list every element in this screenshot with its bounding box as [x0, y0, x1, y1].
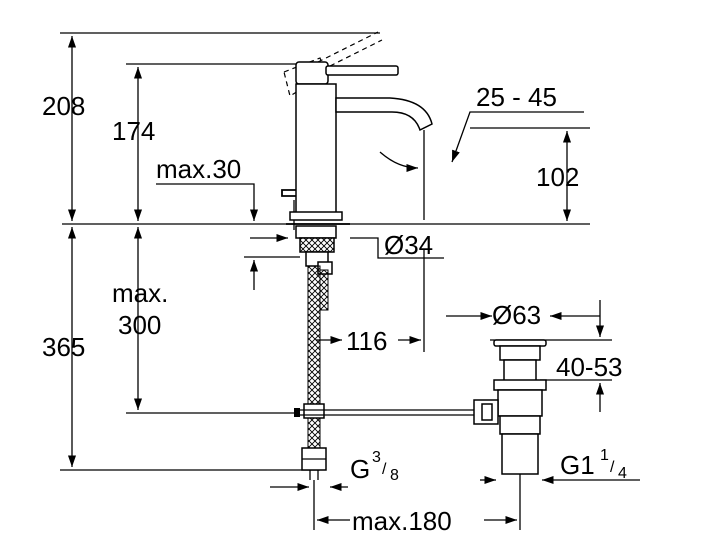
dim-max-spacing: max.180 — [352, 506, 452, 536]
dimension-lines — [67, 36, 640, 525]
supply-hose — [301, 265, 329, 480]
lever-handle — [325, 65, 399, 76]
dim-supply-thread: G 3 / 8 — [350, 449, 399, 484]
lever-cap — [295, 61, 329, 85]
svg-text:/: / — [610, 459, 615, 476]
dim-lever-height: 174 — [112, 116, 155, 146]
dim-total-below: 365 — [42, 332, 85, 362]
svg-text:/: / — [382, 461, 387, 478]
dim-spout-reach: 116 — [346, 326, 387, 356]
dim-spout-height: 102 — [536, 162, 579, 192]
dim-waste-range: 40-53 — [556, 352, 623, 382]
dim-max-deck-thickness: max.30 — [156, 154, 241, 184]
dim-max-below-value: 300 — [118, 310, 161, 340]
dim-max-below-label: max. — [112, 278, 168, 308]
dim-total-height-above: 208 — [42, 91, 85, 121]
dim-hole-diameter: Ø34 — [384, 230, 433, 260]
dimension-labels: 208 174 max.30 25 - 45 102 Ø34 max. 300 … — [42, 82, 627, 536]
popup-waste — [294, 339, 547, 475]
waste-flange — [493, 339, 547, 347]
waste-tail — [499, 415, 541, 435]
faucet-body — [281, 31, 433, 225]
dim-waste-diameter: Ø63 — [492, 300, 541, 330]
faucet-base — [289, 211, 343, 221]
svg-text:3: 3 — [372, 449, 381, 466]
spout — [335, 97, 433, 132]
svg-text:G: G — [350, 454, 370, 484]
svg-text:1: 1 — [600, 447, 609, 464]
svg-text:4: 4 — [618, 465, 627, 482]
svg-text:G1: G1 — [560, 450, 595, 480]
dim-waste-thread: G1 1 / 4 — [560, 447, 627, 482]
faucet-column — [295, 83, 337, 219]
popup-rod — [281, 189, 296, 197]
svg-text:8: 8 — [390, 467, 399, 484]
dim-spout-angle: 25 - 45 — [476, 82, 557, 112]
